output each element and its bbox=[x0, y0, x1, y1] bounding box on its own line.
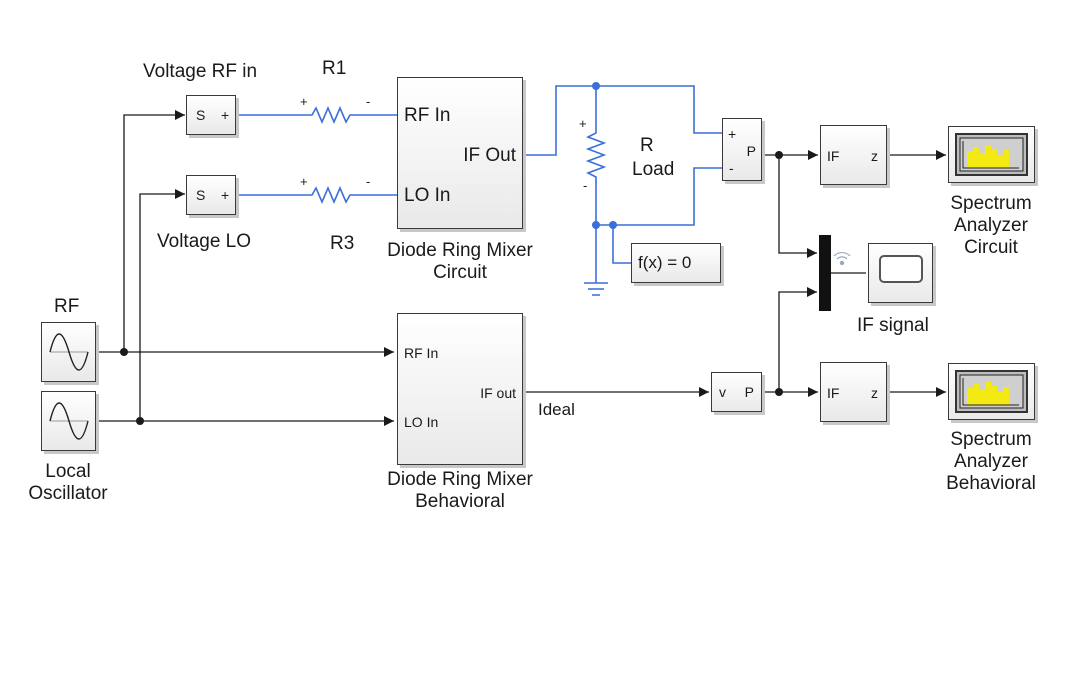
physical-connections bbox=[234, 82, 722, 296]
local-oscillator-source-block[interactable] bbox=[41, 391, 96, 451]
svg-text:+: + bbox=[579, 116, 587, 131]
spectrum-analyzer-circuit-label: Spectrum Analyzer Circuit bbox=[950, 193, 1032, 258]
if-signal-label: IF signal bbox=[857, 315, 929, 336]
mux-block[interactable] bbox=[819, 235, 831, 311]
spectrum-analyzer-circuit-block[interactable] bbox=[948, 126, 1035, 183]
voltage-rf-in-label: Voltage RF in bbox=[143, 61, 258, 82]
if-port: IF bbox=[827, 148, 840, 164]
r1-label: R1 bbox=[322, 58, 347, 79]
solver-configuration-block[interactable]: f(x) = 0 bbox=[631, 243, 721, 283]
load-voltage-sensor-block[interactable]: + P - bbox=[722, 118, 762, 181]
junction-dots bbox=[120, 151, 783, 425]
minus-port: - bbox=[729, 160, 734, 176]
if-port: IF bbox=[827, 385, 840, 401]
rf-in-port: RF In bbox=[404, 345, 439, 361]
svg-text:+: + bbox=[300, 174, 308, 189]
ideal-signal-label: Ideal bbox=[538, 400, 575, 419]
if-filter-behavioral-block[interactable]: IF z bbox=[820, 362, 887, 422]
signal-logging-icon bbox=[833, 252, 851, 266]
p-port: P bbox=[746, 143, 756, 159]
svg-text:+: + bbox=[300, 94, 308, 109]
v-port: v bbox=[719, 384, 726, 400]
z-port: z bbox=[871, 385, 878, 401]
if-out-port: IF out bbox=[480, 385, 516, 401]
voltage-sensor-rf-block[interactable]: S + bbox=[186, 95, 236, 135]
sensor-s-port: S bbox=[196, 187, 206, 203]
signal-connections bbox=[96, 110, 946, 426]
if-signal-scope-block[interactable] bbox=[868, 243, 933, 303]
mixer-behavioral-label: Diode Ring Mixer Behavioral bbox=[387, 469, 533, 512]
spectrum-bars-icon bbox=[959, 137, 1024, 172]
solver-label: f(x) = 0 bbox=[638, 253, 692, 272]
rf-source-block[interactable] bbox=[41, 322, 96, 382]
mixer-behavioral-block[interactable]: RF In IF out LO In bbox=[397, 313, 523, 465]
spectrum-display-icon bbox=[955, 370, 1028, 413]
if-out-port: IF Out bbox=[463, 145, 516, 166]
voltage-lo-label: Voltage LO bbox=[157, 231, 252, 252]
mixer-circuit-block[interactable]: RF In IF Out LO In bbox=[397, 77, 523, 229]
r-load-label: R Load bbox=[632, 135, 675, 180]
plus-port: + bbox=[728, 126, 737, 142]
rf-in-port: RF In bbox=[404, 105, 451, 126]
lo-in-port: LO In bbox=[404, 185, 451, 206]
mixer-circuit-label: Diode Ring Mixer Circuit bbox=[387, 240, 533, 283]
spectrum-bars-icon bbox=[959, 374, 1024, 409]
spectrum-analyzer-behavioral-block[interactable] bbox=[948, 363, 1035, 420]
if-filter-circuit-block[interactable]: IF z bbox=[820, 125, 887, 185]
sensor-plus-port: + bbox=[221, 187, 230, 203]
local-oscillator-label: Local Oscillator bbox=[28, 461, 108, 504]
spectrum-analyzer-behavioral-label: Spectrum Analyzer Behavioral bbox=[946, 429, 1036, 494]
resistor-polarity-marks: + - + - + - bbox=[300, 94, 587, 193]
r3-label: R3 bbox=[330, 233, 355, 254]
svg-text:-: - bbox=[583, 178, 587, 193]
lo-in-port: LO In bbox=[404, 414, 439, 430]
ideal-converter-block[interactable]: v P bbox=[711, 372, 762, 412]
sine-wave-icon bbox=[49, 402, 89, 440]
svg-text:-: - bbox=[366, 174, 370, 189]
p-port: P bbox=[744, 384, 754, 400]
sensor-s-port: S bbox=[196, 107, 206, 123]
sine-wave-icon bbox=[49, 333, 89, 371]
scope-screen-icon bbox=[879, 255, 923, 283]
svg-text:-: - bbox=[366, 94, 370, 109]
z-port: z bbox=[871, 148, 878, 164]
voltage-sensor-lo-block[interactable]: S + bbox=[186, 175, 236, 215]
spectrum-display-icon bbox=[955, 133, 1028, 176]
sensor-plus-port: + bbox=[221, 107, 230, 123]
rf-source-label: RF bbox=[54, 296, 80, 317]
